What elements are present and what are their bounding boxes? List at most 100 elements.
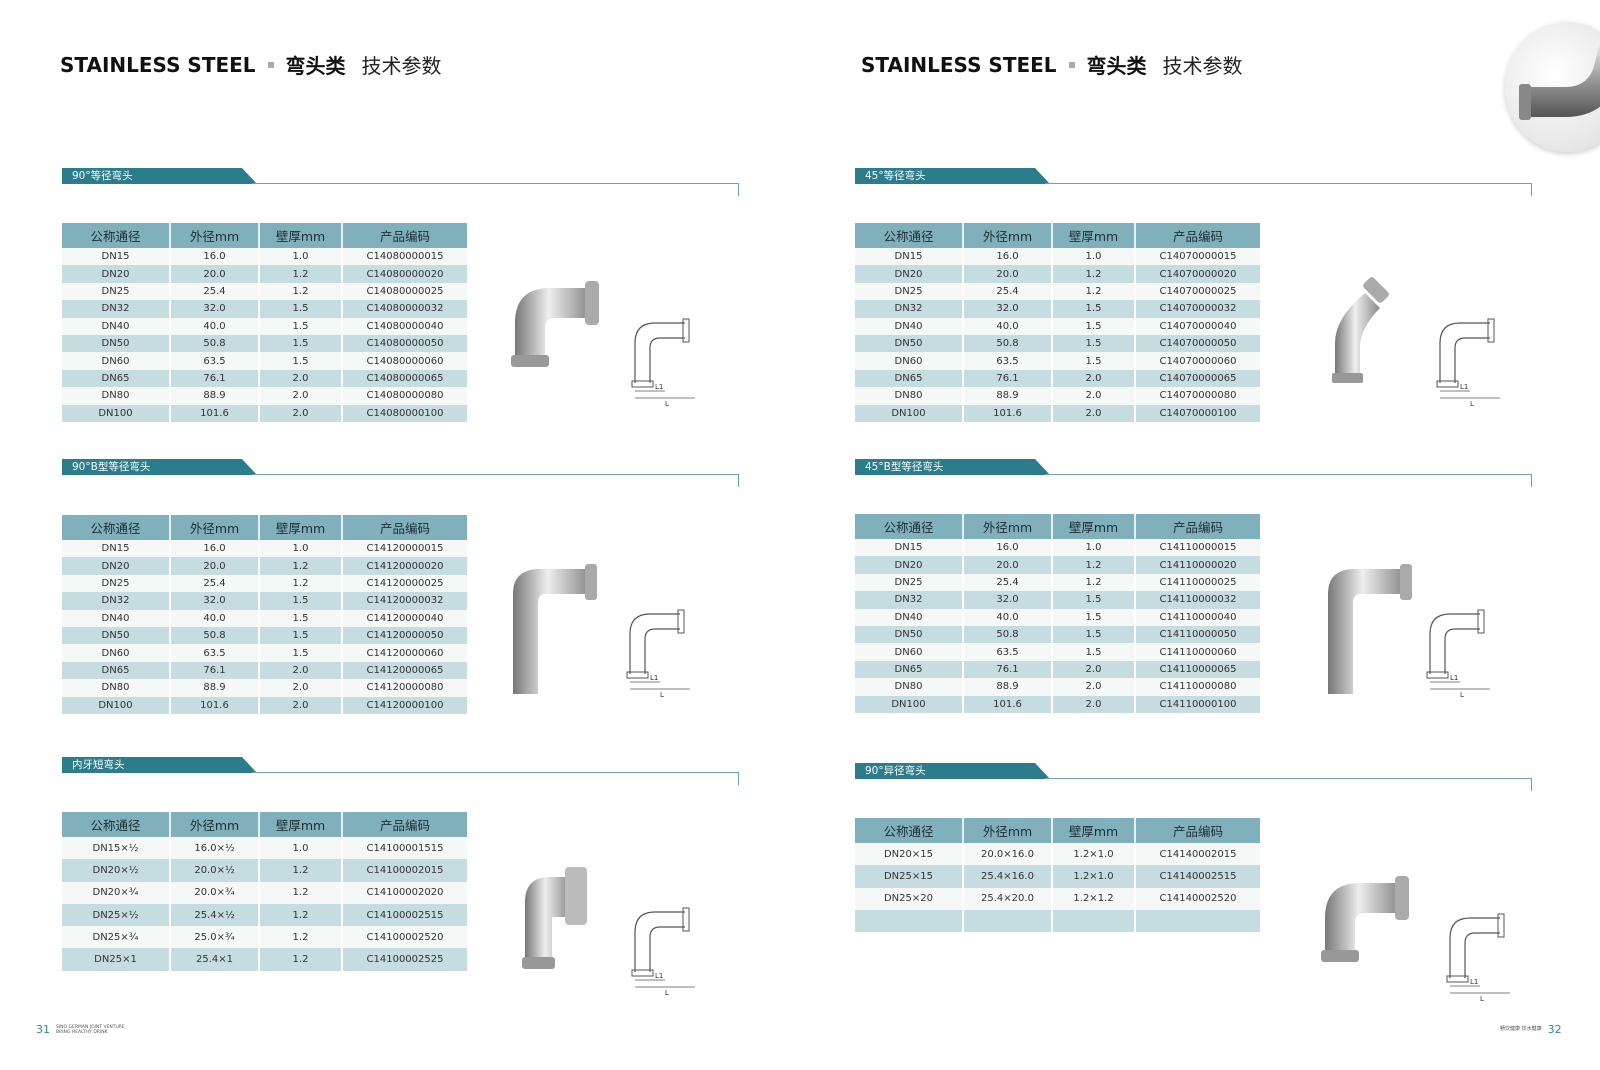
- table-cell: DN20: [855, 556, 964, 574]
- table-cell: C14070000100: [1135, 404, 1260, 422]
- table-cell: C14080000100: [342, 404, 467, 422]
- table-cell: DN100: [855, 695, 964, 713]
- table-cell: 1.2: [259, 574, 343, 593]
- table-cell: C14120000060: [342, 644, 467, 662]
- product-photo: [505, 273, 605, 412]
- column-header: 外径mm: [170, 223, 260, 248]
- column-header: 产品编码: [342, 515, 467, 540]
- table-cell: DN65: [855, 369, 964, 388]
- table-cell: 1.5: [259, 300, 343, 318]
- title-subtitle: 技术参数: [361, 54, 442, 78]
- divider: [252, 183, 739, 184]
- table-cell: C14110000050: [1135, 625, 1260, 644]
- table-cell: 1.2: [1052, 573, 1136, 592]
- elbow-fitting-icon: [1321, 876, 1409, 962]
- column-header: 壁厚mm: [259, 223, 343, 248]
- table-cell: [1135, 909, 1260, 933]
- table-cell: 25.4: [170, 282, 260, 301]
- column-header: 壁厚mm: [1052, 818, 1136, 843]
- table-cell: 1.0: [259, 248, 343, 266]
- table-cell: 1.5: [259, 592, 343, 610]
- dimension-label: L1: [1450, 674, 1458, 682]
- table-cell: C14120000040: [342, 609, 467, 627]
- table-cell: 40.0: [963, 608, 1053, 626]
- table-cell: DN65: [855, 660, 964, 679]
- table-cell: 1.2: [1052, 556, 1136, 574]
- table-cell: DN25×½: [62, 903, 171, 927]
- column-header: 产品编码: [1135, 514, 1260, 539]
- divider-tick: [1531, 778, 1532, 791]
- title-en: STAINLESS STEEL: [861, 52, 1057, 77]
- table-cell: C14120000080: [342, 679, 467, 697]
- table-cell: C14080000065: [342, 369, 467, 388]
- table-cell: 1.2: [259, 265, 343, 283]
- table-cell: DN50: [62, 334, 171, 353]
- table-cell: 32.0: [963, 591, 1053, 609]
- table-cell: C14100002520: [342, 926, 467, 949]
- title-category: 弯头类: [1086, 54, 1147, 78]
- table-cell: 1.2×1.2: [1052, 887, 1136, 910]
- column-header: 产品编码: [342, 223, 467, 248]
- table-cell: 1.2: [259, 557, 343, 575]
- table-cell: DN65: [62, 369, 171, 388]
- table-cell: 1.2: [259, 282, 343, 301]
- table-cell: C14100002020: [342, 881, 467, 904]
- column-header: 公称通径: [855, 223, 964, 248]
- table-cell: DN50: [855, 625, 964, 644]
- table-cell: 1.0: [259, 837, 343, 860]
- table-cell: DN40: [855, 608, 964, 626]
- technical-drawing-icon: L1L: [626, 609, 690, 699]
- table-cell: DN20: [855, 265, 964, 283]
- table-cell: C14100002515: [342, 903, 467, 927]
- divider-tick: [738, 772, 739, 785]
- column-header: 外径mm: [963, 818, 1053, 843]
- table-cell: C14120000020: [342, 557, 467, 575]
- divider: [1045, 183, 1532, 184]
- section-header: 45°B型等径弯头: [855, 459, 1532, 489]
- dimension-label: L1: [1460, 383, 1468, 391]
- table-cell: C14110000025: [1135, 573, 1260, 592]
- section-title: 45°B型等径弯头: [855, 459, 1050, 475]
- table-cell: 20.0×16.0: [963, 843, 1053, 866]
- table-cell: 1.5: [1052, 300, 1136, 318]
- dimension-label: L1: [655, 383, 663, 391]
- table-cell: 2.0: [259, 679, 343, 697]
- table-cell: 1.5: [259, 609, 343, 627]
- table-cell: 32.0: [170, 592, 260, 610]
- divider: [1045, 778, 1532, 779]
- table-cell: C14080000032: [342, 300, 467, 318]
- table-cell: 25.4×½: [170, 903, 260, 927]
- dimension-label: L: [1470, 400, 1474, 408]
- table-cell: 88.9: [170, 679, 260, 697]
- table-cell: DN100: [62, 696, 171, 714]
- column-header: 壁厚mm: [259, 515, 343, 540]
- table-cell: C14120000100: [342, 696, 467, 714]
- table-cell: C14080000060: [342, 352, 467, 370]
- table-cell: DN15: [62, 540, 171, 558]
- table-cell: 25.4: [963, 282, 1053, 301]
- right-footer: 畅饮健康 饮水健康 32: [1500, 1023, 1562, 1036]
- table-cell: DN60: [855, 352, 964, 370]
- table-cell: 16.0: [963, 248, 1053, 266]
- table-cell: 50.8: [963, 625, 1053, 644]
- table-cell: 2.0: [259, 369, 343, 388]
- table-cell: 1.2×1.0: [1052, 843, 1136, 866]
- table-cell: C14110000040: [1135, 608, 1260, 626]
